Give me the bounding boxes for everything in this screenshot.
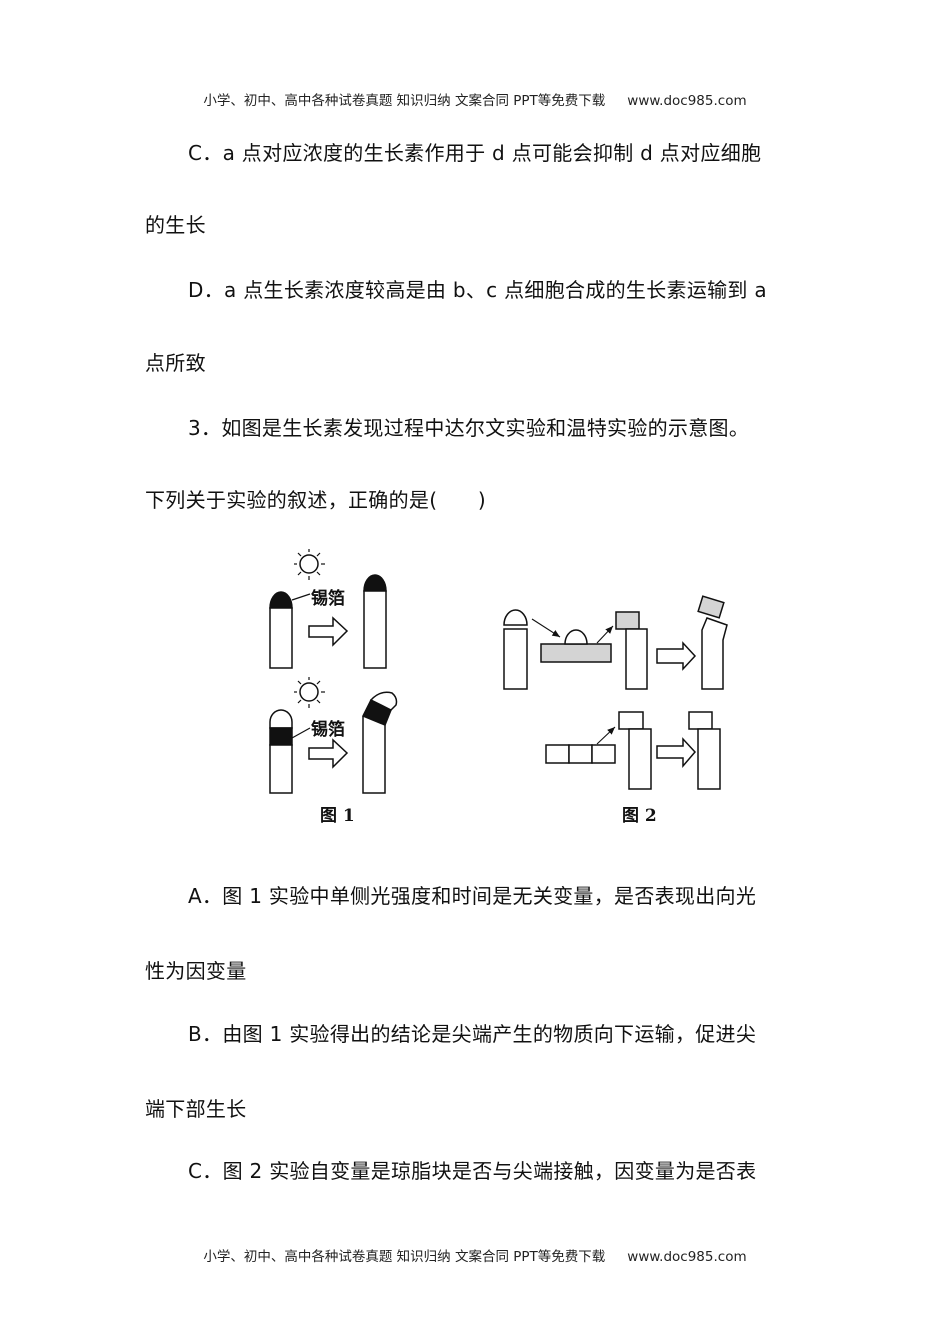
option-a-line1: A．图 1 实验中单侧光强度和时间是无关变量，是否表现出向光 [188, 884, 757, 908]
foil-label: 锡箔 [311, 588, 345, 609]
foil-label: 锡箔 [311, 719, 345, 740]
arrow-icon [656, 737, 697, 769]
option-a-line2: 性为因变量 [145, 959, 247, 983]
coleoptile-bent [361, 691, 398, 794]
page-footer: 小学、初中、高中各种试卷真题 知识归纳 文案合同 PPT等免费下载 www.doc… [0, 1245, 950, 1265]
option-c-line2: 的生长 [145, 213, 206, 237]
arrow-icon [656, 641, 697, 671]
option-d-line2: 点所致 [145, 351, 206, 375]
coleoptile-upright [363, 574, 387, 669]
header-site[interactable]: www.doc985.com [627, 93, 747, 109]
agar-blocks-control [545, 744, 570, 764]
footer-text: 小学、初中、高中各种试卷真题 知识归纳 文案合同 PPT等免费下载 [203, 1249, 606, 1265]
question-3-line1: 3．如图是生长素发现过程中达尔文实验和温特实验的示意图。 [188, 416, 750, 440]
option-b-line1: B．由图 1 实验得出的结论是尖端产生的物质向下运输，促进尖 [188, 1022, 757, 1046]
coleoptile-foil-tip [269, 591, 293, 669]
fig1-caption: 图 1 [320, 806, 355, 826]
arrow-icon [308, 738, 349, 769]
agar-block-large [540, 643, 612, 663]
option-c-line1: C．a 点对应浓度的生长素作用于 d 点可能会抑制 d 点对应细胞 [188, 141, 762, 165]
excised-tip [503, 609, 528, 626]
header-text: 小学、初中、高中各种试卷真题 知识归纳 文案合同 PPT等免费下载 [203, 93, 606, 109]
question-3-line2: 下列关于实验的叙述，正确的是( ) [145, 488, 487, 512]
option-c2-line1: C．图 2 实验自变量是琼脂块是否与尖端接触，因变量为是否表 [188, 1159, 757, 1183]
agar-block-treated [615, 611, 640, 630]
arrow-icon [308, 616, 349, 647]
page-header: 小学、初中、高中各种试卷真题 知识归纳 文案合同 PPT等免费下载 www.doc… [0, 89, 950, 109]
footer-site[interactable]: www.doc985.com [627, 1249, 747, 1265]
option-d-line1: D．a 点生长素浓度较高是由 b、c 点细胞合成的生长素运输到 a [188, 278, 767, 302]
fig2-caption: 图 2 [622, 806, 657, 826]
decapitated-coleoptile [503, 628, 528, 690]
sun-icon [294, 549, 325, 580]
coleoptile-foil-band [269, 709, 293, 794]
option-b-line2: 端下部生长 [145, 1097, 247, 1121]
coleoptile-bent-agar [701, 617, 728, 690]
sun-icon [294, 677, 325, 708]
